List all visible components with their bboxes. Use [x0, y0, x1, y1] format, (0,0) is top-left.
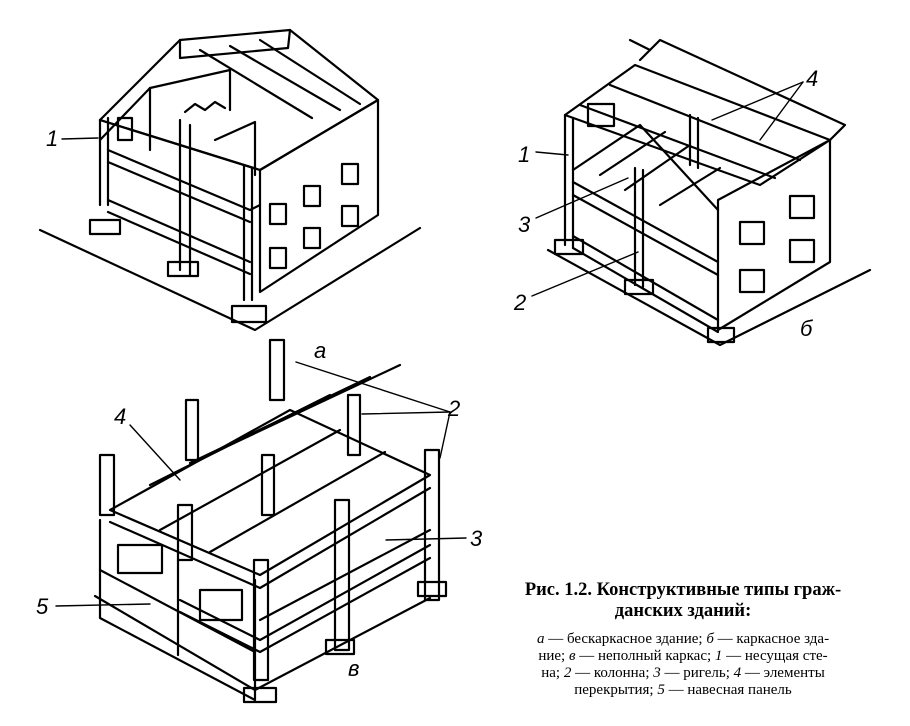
legend-key: 4	[733, 665, 742, 681]
drawing-v-windows	[116, 543, 244, 622]
caption-title-line1: Рис. 1.2. Конструктивные типы граж-	[524, 580, 842, 600]
legend-key: в	[568, 648, 576, 664]
drawing-a-windows	[116, 116, 360, 270]
legend-key: 5	[657, 682, 665, 698]
label-b-4: 4	[806, 66, 818, 91]
legend-key: 1	[714, 648, 723, 664]
legend-text: ние;	[538, 648, 569, 664]
drawing-b-frame-building	[531, 38, 872, 347]
legend-text: — каркасное зда-	[713, 631, 830, 647]
legend-text: — несущая сте-	[722, 648, 828, 664]
caption-title-line2: данских зданий:	[614, 601, 752, 621]
drawing-v-partial-frame	[55, 338, 467, 704]
label-v-3: 3	[470, 526, 483, 551]
sublabel-b: б	[800, 316, 814, 341]
drawing-a-loadbearing-building	[38, 28, 422, 332]
label-v-5: 5	[36, 594, 49, 619]
legend-text: — неполный каркас;	[575, 648, 715, 664]
caption-title: Рис. 1.2. Конструктивные типы граж- данс…	[468, 580, 898, 622]
legend-key: 2	[563, 665, 572, 681]
legend-key: а	[536, 631, 545, 647]
legend-key: б	[706, 631, 714, 647]
legend-text: — колонна;	[571, 665, 654, 681]
legend-text: — ригель;	[660, 665, 734, 681]
label-v-4: 4	[114, 404, 126, 429]
label-b-2: 2	[513, 290, 526, 315]
label-a-1: 1	[46, 126, 58, 151]
legend-text: — элементы	[741, 665, 825, 681]
sublabel-a: а	[314, 338, 326, 363]
drawing-b-windows	[586, 102, 816, 294]
legend-text: перекрытия;	[574, 682, 658, 698]
sublabel-v: в	[348, 656, 359, 681]
caption-legend: а — бескаркасное здание; б — каркасное з…	[468, 631, 898, 699]
label-v-2: 2	[447, 396, 460, 421]
legend-text: — навесная панель	[664, 682, 792, 698]
legend-text: — бескаркасное здание;	[544, 631, 707, 647]
label-b-3: 3	[518, 212, 531, 237]
label-b-1: 1	[518, 142, 530, 167]
legend-text: на;	[541, 665, 564, 681]
figure-caption: Рис. 1.2. Конструктивные типы граж- данс…	[468, 580, 898, 699]
legend-key: 3	[653, 665, 661, 681]
